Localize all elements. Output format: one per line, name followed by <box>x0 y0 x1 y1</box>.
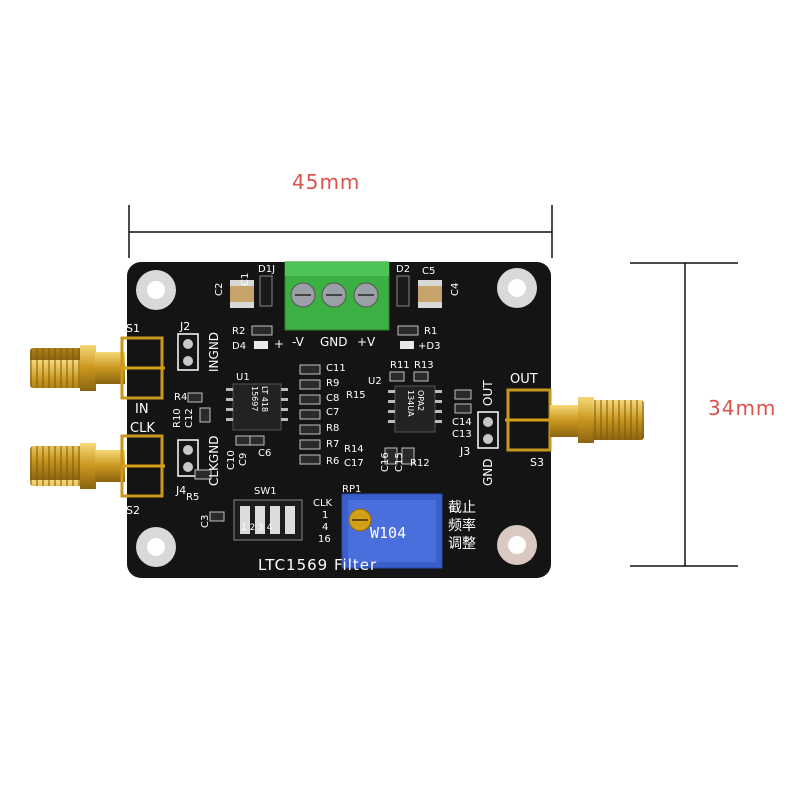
label-s1: S1 <box>126 322 140 335</box>
label-u1: U1 <box>236 372 250 383</box>
sma-connector-in <box>30 336 165 400</box>
label-clk: CLK <box>130 421 155 436</box>
label-s2: S2 <box>126 504 140 517</box>
label-out: OUT <box>510 372 538 387</box>
u1-marking-2: 15697 <box>250 386 259 411</box>
label-r6: R6 <box>326 456 339 467</box>
label-c5: C5 <box>422 266 435 277</box>
label-r13: R13 <box>414 360 434 371</box>
label-in: IN <box>135 402 149 417</box>
label-c3: C3 <box>200 515 211 528</box>
terminal-pos-v-label: +V <box>357 335 376 349</box>
label-r11: R11 <box>390 360 410 371</box>
switch-value-4: 4 <box>322 522 328 533</box>
label-j3-gnd: GND <box>481 458 495 486</box>
label-r2: R2 <box>232 326 245 337</box>
diode-d1 <box>259 275 273 307</box>
chinese-label-line-3: 调整 <box>448 536 476 552</box>
label-d1: D1J <box>258 264 275 275</box>
label-r10: R10 <box>172 408 183 428</box>
label-c14: C14 <box>452 417 472 428</box>
label-rp1: RP1 <box>342 484 361 495</box>
label-j4-pins: CLKGND <box>207 436 221 486</box>
switch-value-16: 16 <box>318 534 331 545</box>
mounting-hole-top-left <box>136 270 176 310</box>
label-c13: C13 <box>452 429 472 440</box>
label-r8: R8 <box>326 423 339 434</box>
label-j3: J3 <box>459 445 470 458</box>
label-j2-pins: INGND <box>207 332 221 372</box>
height-dimension-label: 34mm <box>708 396 777 420</box>
switch-pin-numbers: 1 2 3 4 <box>241 523 273 533</box>
label-j4: J4 <box>175 484 186 497</box>
label-c8: C8 <box>326 393 339 404</box>
width-dimension-label: 45mm <box>292 170 361 194</box>
u2-marking-1: OPA2 <box>416 390 425 411</box>
label-c4: C4 <box>450 283 461 296</box>
label-j3-out: OUT <box>481 380 495 406</box>
chip-u1 <box>226 383 288 431</box>
label-c7: C7 <box>326 407 339 418</box>
mounting-hole-bottom-right <box>497 525 537 565</box>
sma-connector-out <box>505 388 644 452</box>
label-r14: R14 <box>344 444 364 455</box>
board-title: LTC1569 Filter <box>258 556 377 574</box>
led-d4 <box>254 341 268 349</box>
u1-marking-1: LT 418 <box>260 386 269 412</box>
led-d3 <box>400 341 414 349</box>
label-r15: R15 <box>346 390 366 401</box>
switch-clk-label: CLK <box>313 498 333 509</box>
dip-switch-sw1 <box>233 499 303 541</box>
pcb-board <box>127 262 551 578</box>
switch-value-1: 1 <box>322 510 328 521</box>
label-j2: J2 <box>179 320 190 333</box>
label-r9: R9 <box>326 378 339 389</box>
header-j4 <box>177 439 199 477</box>
height-dimension-line <box>630 262 738 567</box>
label-u2: U2 <box>368 376 382 387</box>
label-r4: R4 <box>174 392 187 403</box>
label-r7: R7 <box>326 439 339 450</box>
label-c12: C12 <box>184 408 195 428</box>
label-c17: C17 <box>344 458 364 469</box>
label-c2: C2 <box>214 283 225 296</box>
header-j2 <box>177 333 199 371</box>
label-d3: +D3 <box>418 341 440 352</box>
terminal-neg-v-label: -V <box>292 335 305 349</box>
diode-d2 <box>396 275 410 307</box>
label-sw1: SW1 <box>254 486 277 497</box>
mounting-hole-bottom-left <box>136 527 176 567</box>
smd-components <box>187 325 472 522</box>
label-c16: C16 <box>380 452 391 472</box>
label-d4: D4 <box>232 341 246 352</box>
label-s3: S3 <box>530 456 544 469</box>
label-r1: R1 <box>424 326 437 337</box>
terminal-gnd-label: GND <box>320 335 348 349</box>
width-dimension-line <box>128 205 553 258</box>
label-c6: C6 <box>258 448 271 459</box>
plus-marker-left: + <box>274 337 284 351</box>
chinese-label-line-1: 截止 <box>448 500 476 516</box>
sma-connector-clk <box>30 434 165 498</box>
chinese-label-line-2: 频率 <box>448 517 476 534</box>
label-c9: C9 <box>238 453 249 466</box>
label-r5: R5 <box>186 492 199 503</box>
label-c1: C1 <box>240 273 251 286</box>
power-terminal-block <box>284 261 390 331</box>
potentiometer-rp1 <box>341 493 443 569</box>
header-j3 <box>477 411 499 449</box>
pot-marking: W104 <box>370 524 406 542</box>
label-c15: C15 <box>394 452 405 472</box>
label-c11: C11 <box>326 363 346 374</box>
chip-u2 <box>388 385 442 433</box>
label-r12: R12 <box>410 458 430 469</box>
label-d2: D2 <box>396 264 410 275</box>
label-c10: C10 <box>226 450 237 470</box>
u2-marking-2: 134UA <box>406 390 415 417</box>
mounting-hole-top-right <box>497 268 537 308</box>
